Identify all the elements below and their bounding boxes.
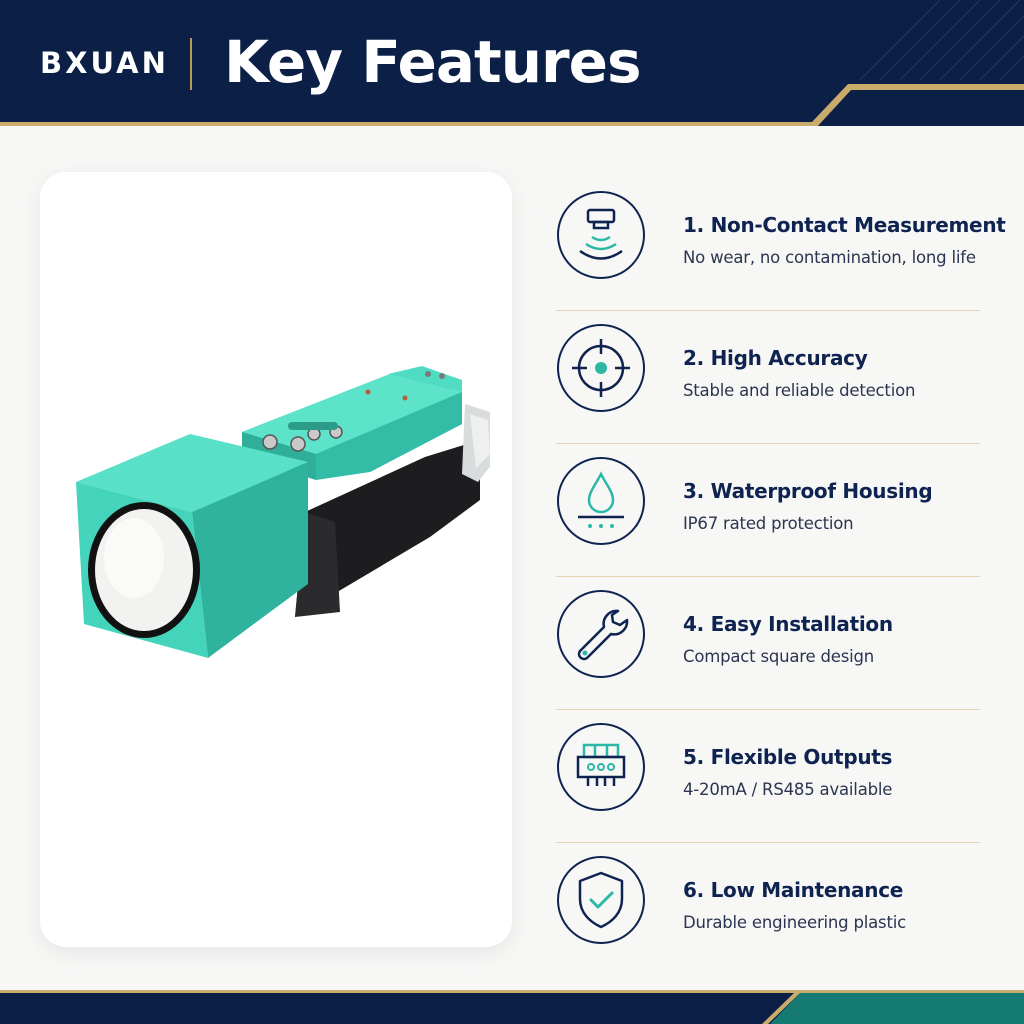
feature-item-accuracy: 2. High Accuracy Stable and reliable det… — [556, 311, 980, 444]
wrench-icon — [557, 590, 645, 678]
water-drop-icon — [557, 457, 645, 545]
footer-band — [0, 990, 1024, 1024]
feature-list: 1. Non-Contact Measurement No wear, no c… — [556, 178, 1006, 975]
feature-item-non-contact: 1. Non-Contact Measurement No wear, no c… — [556, 178, 1006, 311]
feature-description: 4-20mA / RS485 available — [683, 780, 893, 799]
brand-logo: BXUAN — [40, 46, 169, 80]
feature-title: 1. Non-Contact Measurement — [683, 213, 1006, 237]
feature-description: Compact square design — [683, 647, 875, 666]
crosshair-target-icon — [557, 324, 645, 412]
feature-description: Stable and reliable detection — [683, 381, 916, 400]
feature-item-installation: 4. Easy Installation Compact square desi… — [556, 577, 980, 710]
feature-description: IP67 rated protection — [683, 514, 854, 533]
feature-title: 5. Flexible Outputs — [683, 745, 893, 769]
terminal-block-icon — [557, 723, 645, 811]
ultrasonic-sensor-product-image — [76, 366, 490, 658]
feature-description: Durable engineering plastic — [683, 913, 906, 932]
header-divider — [190, 38, 192, 90]
feature-title: 4. Easy Installation — [683, 612, 893, 636]
feature-item-outputs: 5. Flexible Outputs 4-20mA / RS485 avail… — [556, 710, 980, 843]
header-gold-accent — [0, 0, 1024, 126]
page-title: Key Features — [224, 28, 641, 96]
feature-title: 3. Waterproof Housing — [683, 479, 933, 503]
feature-item-maintenance: 6. Low Maintenance Durable engineering p… — [556, 843, 980, 975]
ultrasonic-sensor-icon — [557, 191, 645, 279]
header-banner: BXUAN Key Features — [0, 0, 1024, 126]
shield-check-icon — [557, 856, 645, 944]
product-card — [40, 172, 512, 947]
feature-title: 6. Low Maintenance — [683, 878, 904, 902]
feature-description: No wear, no contamination, long life — [683, 248, 976, 267]
feature-title: 2. High Accuracy — [683, 346, 868, 370]
feature-item-waterproof: 3. Waterproof Housing IP67 rated protect… — [556, 444, 980, 577]
